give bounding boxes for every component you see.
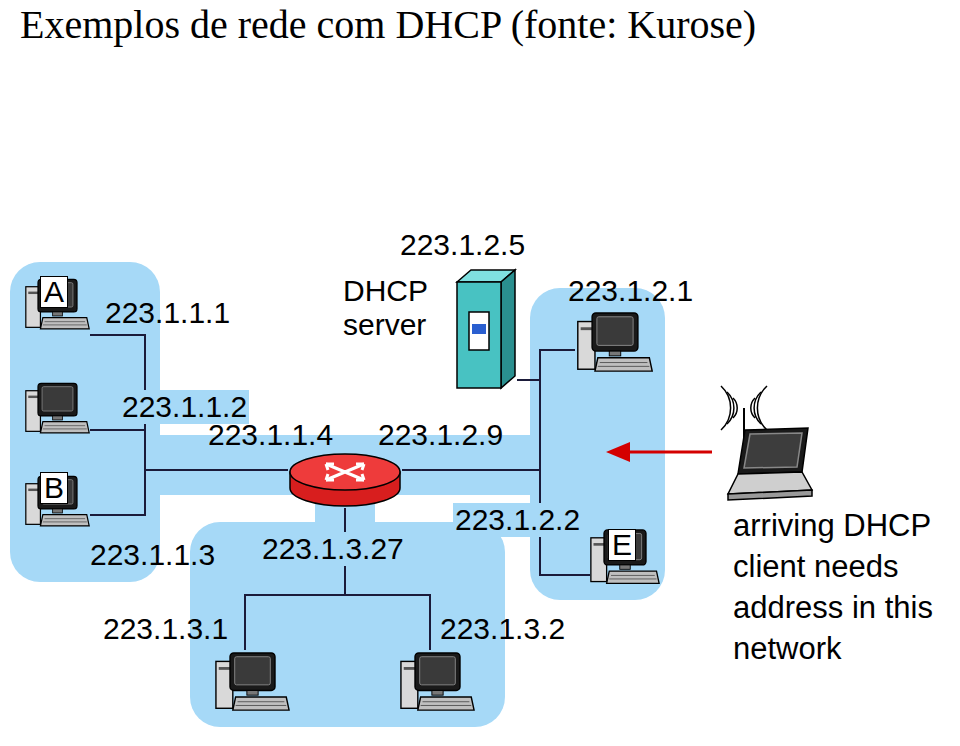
host-computer-icon [25, 378, 90, 440]
host-computer: 223.1.3.2 [400, 650, 475, 715]
host-computer-icon [215, 650, 290, 715]
host-computer: 223.1.1.2 [25, 378, 90, 440]
host-letter: B [40, 472, 68, 504]
router-icon [288, 452, 402, 508]
ip-address: 223.1.3.1 [103, 612, 228, 646]
ip-address: 223.1.2.1 [568, 274, 693, 308]
ip-address: 223.1.3.2 [440, 612, 565, 646]
ip-address: 223.1.2.2 [453, 503, 582, 537]
dhcp-server-icon [455, 268, 517, 390]
host-computer: A223.1.1.1 [25, 270, 90, 340]
host-letter: E [608, 529, 636, 561]
ip-address: 223.1.1.4 [208, 418, 333, 452]
laptop-icon [728, 428, 812, 500]
host-computer: 223.1.2.2E [590, 525, 660, 590]
ip-address: 223.1.1.1 [105, 296, 230, 330]
ip-address: 223.1.2.5 [400, 228, 525, 262]
ip-address: 223.1.3.27 [260, 532, 406, 566]
subnet-areas [10, 262, 665, 727]
arrival-arrow [606, 442, 712, 462]
host-computer: B223.1.1.3 [25, 468, 90, 536]
slide-title: Exemplos de rede com DHCP (fonte: Kurose… [20, 2, 756, 48]
callout-note: arriving DHCP client needs address in th… [733, 505, 957, 669]
dhcp-server: 223.1.2.5DHCP server [455, 268, 517, 390]
host-computer: 223.1.2.1 [575, 312, 655, 374]
host-computer-icon [400, 650, 475, 715]
network-link [90, 470, 288, 515]
router: 223.1.1.4223.1.2.9223.1.3.27 [288, 452, 402, 508]
host-computer-icon [575, 312, 655, 374]
ip-address: 223.1.1.3 [90, 538, 215, 572]
server-label: DHCP server [343, 274, 447, 342]
network-link [345, 508, 430, 650]
host-letter: A [40, 276, 68, 308]
network-link [402, 470, 590, 575]
host-computer: 223.1.3.1 [215, 650, 290, 715]
ip-address: 223.1.2.9 [378, 418, 503, 452]
network-link [245, 508, 345, 650]
